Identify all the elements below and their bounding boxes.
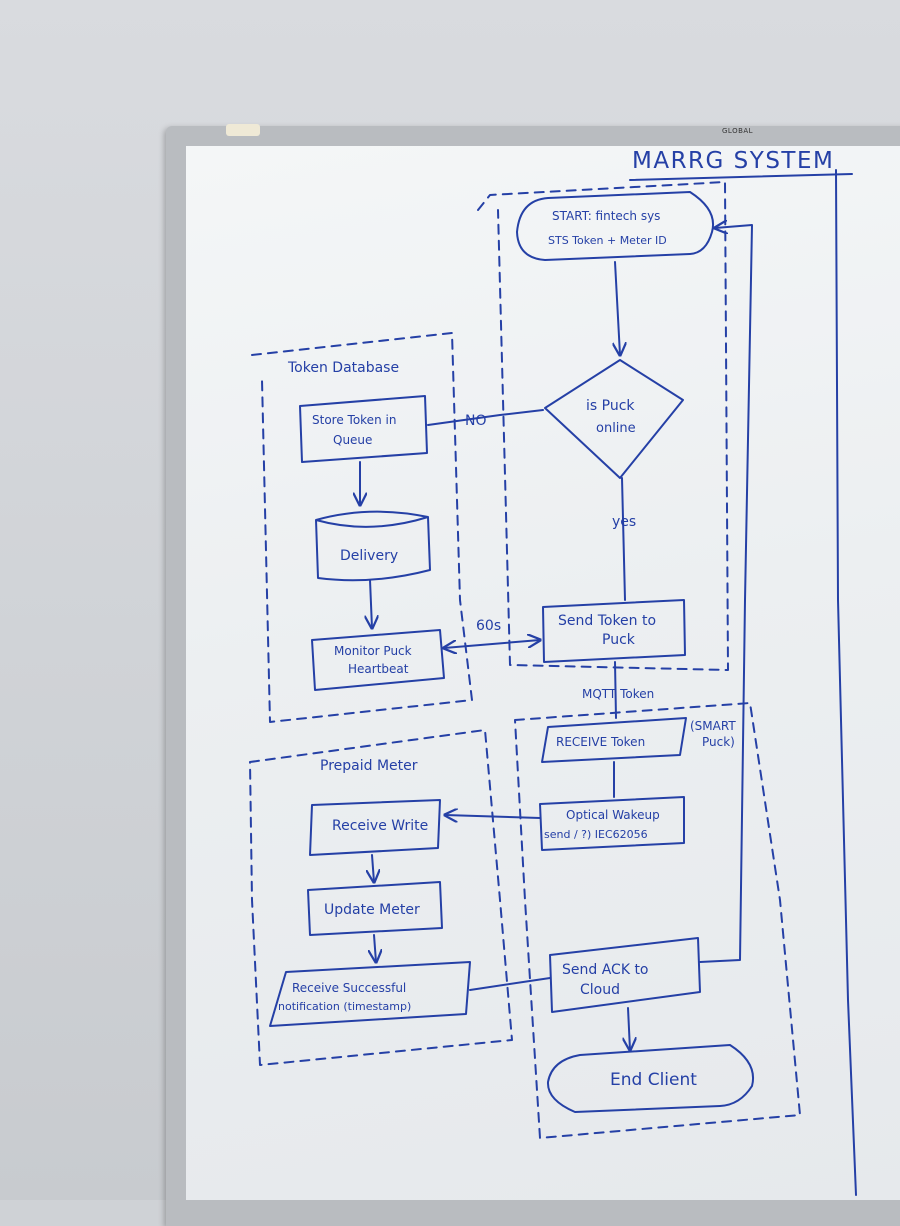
right-margin-line: [835, 169, 857, 1196]
send-token-text-2: Puck: [602, 632, 636, 648]
mqtt-label: MQTT Token: [582, 687, 654, 701]
no-label: NO: [465, 413, 487, 429]
end-client-text: End Client: [610, 1070, 697, 1090]
ack-to-start-return-line: [699, 225, 753, 963]
write-to-update-arrow: [372, 854, 374, 882]
ack-to-end-arrow: [628, 1007, 630, 1050]
flowchart-drawing: MARRG SYSTEM Token Database Store Token …: [249, 148, 857, 1196]
smart-puck-text-2: Puck): [702, 735, 735, 749]
send-token-text-1: Send Token to: [558, 613, 656, 629]
notification-text-1: Receive Successful: [292, 981, 406, 995]
decision-text-2: online: [596, 421, 636, 436]
send-ack-text-2: Cloud: [580, 982, 620, 998]
receive-write-text: Receive Write: [332, 818, 428, 834]
prepaid-meter-border: [249, 729, 513, 1066]
update-to-notify-arrow: [374, 934, 376, 962]
start-terminal-shape: [516, 191, 714, 261]
optical-text-2: send / ?) IEC62056: [544, 828, 648, 841]
cloud-group-border: [477, 181, 729, 671]
notification-box: [269, 961, 471, 1027]
update-meter-text: Update Meter: [324, 902, 420, 918]
smart-puck-text-1: (SMART: [690, 719, 736, 733]
token-database-label: Token Database: [287, 360, 399, 376]
decision-no-line: [427, 409, 544, 426]
store-token-box: [299, 395, 428, 463]
start-to-decision-arrow: [615, 261, 620, 355]
update-meter-box: [307, 881, 443, 936]
interval-label: 60s: [476, 618, 501, 634]
delivery-to-monitor-arrow: [370, 579, 372, 628]
decision-to-send-arrow: [621, 477, 626, 601]
notification-text-2: notification (timestamp): [278, 1000, 411, 1013]
store-token-text-1: Store Token in: [312, 413, 396, 427]
monitor-text-2: Heartbeat: [348, 662, 409, 676]
receive-token-box: [541, 717, 687, 763]
monitor-send-60s-arrow: [444, 640, 540, 648]
send-ack-box: [549, 937, 701, 1013]
start-text-1: START: fintech sys: [552, 209, 660, 223]
optical-box: [539, 796, 685, 851]
yes-label: yes: [612, 514, 636, 530]
monitor-text-1: Monitor Puck: [334, 644, 412, 658]
receive-write-box: [309, 799, 441, 856]
board-title: MARRG SYSTEM: [632, 148, 834, 174]
decision-text-1: is Puck: [586, 398, 635, 414]
marker-clip: [226, 124, 260, 136]
start-text-2: STS Token + Meter ID: [548, 234, 667, 247]
board-brand: GLOBAL: [722, 127, 754, 135]
delivery-text: Delivery: [340, 548, 398, 564]
send-to-receive-line: [614, 661, 617, 719]
optical-to-write-arrow: [445, 815, 541, 818]
delivery-cylinder: [315, 510, 431, 582]
ack-to-notify-line: [469, 977, 551, 991]
end-terminal-shape: [546, 1044, 754, 1113]
store-token-text-2: Queue: [333, 433, 372, 447]
send-token-box: [542, 599, 686, 663]
monitor-box: [311, 629, 445, 691]
title-underline: [629, 173, 853, 181]
prepaid-meter-label: Prepaid Meter: [320, 758, 418, 774]
send-ack-text-1: Send ACK to: [562, 962, 649, 978]
receive-token-text: RECEIVE Token: [556, 735, 645, 749]
decision-diamond-shape: [544, 359, 684, 479]
optical-text-1: Optical Wakeup: [566, 808, 660, 822]
